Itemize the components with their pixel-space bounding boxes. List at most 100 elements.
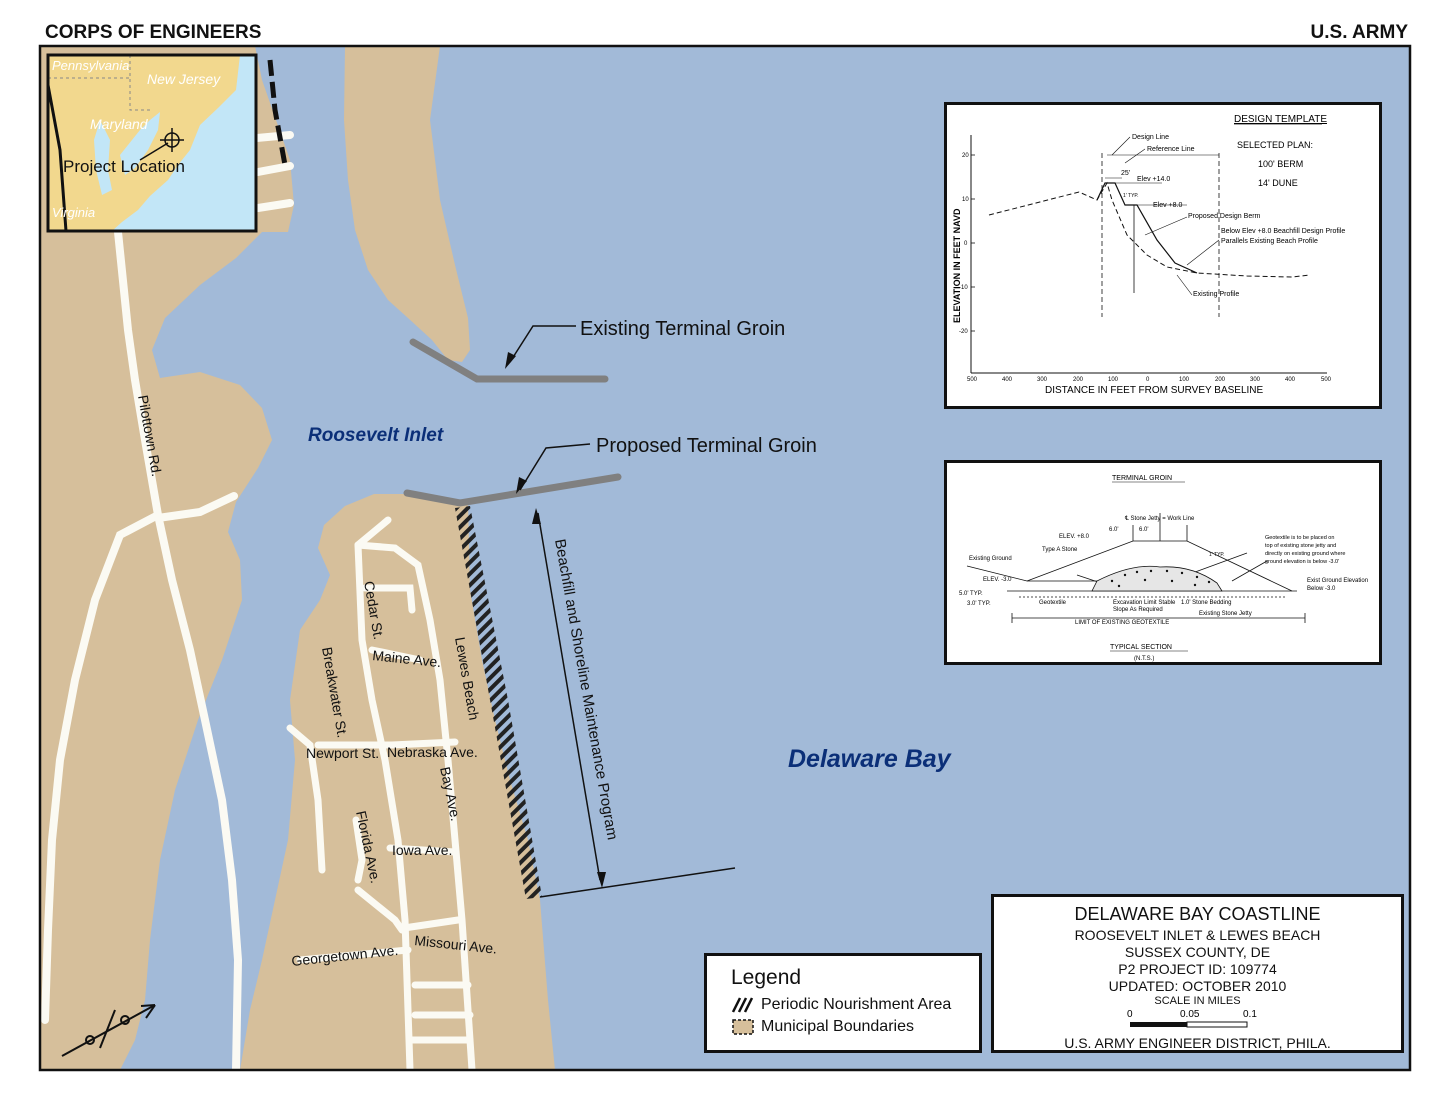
title-block-line3: P2 PROJECT ID: 109774 — [1118, 961, 1277, 977]
dt-dim-25: 25' — [1121, 170, 1130, 177]
arrowheads — [505, 352, 606, 888]
project-location-label: Project Location — [63, 157, 185, 176]
newport-label: Newport St. — [306, 745, 379, 761]
inset-bay-2 — [94, 120, 112, 195]
callouts — [509, 325, 736, 898]
tg-dim-right: 6.0' — [1139, 527, 1149, 533]
tg-geotextile-note-3: directly on existing ground where — [1265, 551, 1345, 557]
dt-below-note-2: Parallels Existing Beach Profile — [1221, 238, 1318, 245]
dt-typ: 1' TYP. — [1123, 193, 1139, 199]
tg-existing-jetty: Existing Stone Jetty — [1199, 611, 1252, 617]
dt-selected-plan: SELECTED PLAN: — [1237, 140, 1313, 150]
inlet-label: Roosevelt Inlet — [308, 425, 444, 446]
dt-design-line: Design Line — [1132, 134, 1169, 141]
dt-xtick: 0 — [1146, 377, 1150, 383]
scale-bar: 0 0.05 0.1 — [1127, 1009, 1257, 1028]
nebraska-label: Nebraska Ave. — [387, 744, 478, 760]
dt-title: DESIGN TEMPLATE — [1234, 114, 1327, 125]
dt-xtick: 500 — [967, 377, 978, 383]
dt-xtick: 300 — [1037, 377, 1048, 383]
tg-exist-ground-elev-1: Exist Ground Elevation — [1307, 578, 1368, 584]
inset-state-virginia: Virginia — [52, 205, 95, 220]
dt-xtick: 400 — [1002, 377, 1013, 383]
dt-existing-profile — [988, 181, 1311, 278]
header-left: CORPS OF ENGINEERS — [45, 22, 262, 43]
tg-elev-m3: ELEV. -3.0 — [983, 577, 1012, 583]
groins — [403, 338, 622, 507]
inset-locator-map — [46, 53, 258, 233]
scale-tick-0: 0 — [1127, 1009, 1133, 1020]
title-block-line4: UPDATED: OCTOBER 2010 — [1108, 978, 1287, 994]
tg-work-line: ℄ Stone Jetty = Work Line — [1124, 516, 1195, 522]
tg-typical-section: TYPICAL SECTION — [1110, 644, 1172, 651]
dt-ytick: -20 — [959, 329, 968, 335]
title-block-title: DELAWARE BAY COASTLINE — [1074, 904, 1321, 924]
tg-dim-left: 6.0' — [1109, 527, 1119, 533]
dt-ytick: 10 — [962, 197, 969, 203]
tg-limit: LIMIT OF EXISTING GEOTEXTILE — [1075, 620, 1169, 626]
tg-excavation-1: Excavation Limit Stable — [1113, 600, 1176, 606]
dt-xlabel: DISTANCE IN FEET FROM SURVEY BASELINE — [1045, 385, 1264, 396]
existing-groin-line — [409, 338, 609, 383]
existing-groin-label: Existing Terminal Groin — [580, 318, 785, 340]
legend-panel: Legend Periodic Nourishment Area Municip… — [704, 953, 982, 1053]
title-block-district: U.S. ARMY ENGINEER DISTRICT, PHILA. — [1064, 1035, 1331, 1051]
title-block: DELAWARE BAY COASTLINE ROOSEVELT INLET &… — [991, 894, 1404, 1053]
header-right: U.S. ARMY — [1310, 22, 1408, 43]
tg-excavation-2: Slope As Required — [1113, 607, 1163, 613]
tg-geotextile: Geotextile — [1039, 600, 1067, 606]
tg-typ5: 5.0' TYP. — [959, 591, 983, 597]
iowa-label: Iowa Ave. — [392, 842, 452, 858]
title-block-line1: ROOSEVELT INLET & LEWES BEACH — [1074, 927, 1321, 943]
scale-tick-2: 0.1 — [1243, 1009, 1257, 1020]
design-template-chart: DESIGN TEMPLATE SELECTED PLAN: 100' BERM… — [952, 114, 1345, 396]
municipal-boundary-line — [267, 59, 288, 166]
proposed-groin-label: Proposed Terminal Groin — [596, 435, 817, 457]
bay-label: Delaware Bay — [788, 745, 952, 773]
north-arrow-icon — [61, 1004, 156, 1057]
tg-geotextile-note-4: ground elevation is below -3.0' — [1265, 559, 1339, 565]
legend-item-label: Periodic Nourishment Area — [761, 996, 952, 1013]
inset-state-new-jersey: New Jersey — [147, 71, 221, 87]
municipal-swatch-icon — [732, 1019, 754, 1035]
tg-nts: (N.T.S.) — [1134, 656, 1154, 662]
tg-geotextile-note-1: Geotextile is to be placed on — [1265, 535, 1334, 541]
town-roads — [286, 516, 476, 1070]
tg-geotextile-note-2: top of existing stone jetty and — [1265, 543, 1336, 549]
tg-title: TERMINAL GROIN — [1112, 475, 1172, 482]
proposed-groin-line — [403, 473, 622, 507]
south-peninsula — [240, 494, 555, 1070]
dt-existing-profile-label: Existing Profile — [1193, 291, 1239, 298]
maine-label: Maine Ave. — [372, 647, 442, 670]
tg-stone-dots — [1110, 569, 1211, 588]
title-block-line2: SUSSEX COUNTY, DE — [1124, 944, 1271, 960]
dt-xtick: 400 — [1285, 377, 1296, 383]
design-template-panel: DESIGN TEMPLATE SELECTED PLAN: 100' BERM… — [944, 102, 1382, 409]
map-frame — [38, 44, 1412, 1072]
tg-exist-ground-elev-2: Below -3.0 — [1307, 586, 1336, 592]
tg-type-a: Type A Stone — [1042, 547, 1078, 553]
dt-xtick: 200 — [1215, 377, 1226, 383]
tg-stone-mound — [1091, 565, 1223, 592]
dt-ylabel: ELEVATION IN FEET NAVD — [952, 208, 962, 323]
dt-elev-14: Elev +14.0 — [1137, 176, 1170, 183]
dt-elev-8: Elev +8.0 — [1153, 202, 1182, 209]
tg-elev-8: ELEV. +8.0 — [1059, 534, 1090, 540]
inset-state-maryland: Maryland — [90, 116, 149, 132]
dt-proposed-berm: Proposed Design Berm — [1188, 213, 1261, 220]
dt-xtick: 100 — [1179, 377, 1190, 383]
dt-ytick: -10 — [959, 285, 968, 291]
dt-design-profile — [1096, 182, 1198, 274]
inset-bay — [120, 112, 160, 175]
dt-xtick: 300 — [1250, 377, 1261, 383]
dt-xtick: 100 — [1108, 377, 1119, 383]
legend-item-municipal: Municipal Boundaries — [731, 1016, 979, 1038]
terminal-groin-diagram: TERMINAL GROIN ℄ Stone Jetty = Work Line… — [959, 475, 1368, 662]
dt-ytick: 20 — [962, 153, 969, 159]
dt-berm: 100' BERM — [1258, 159, 1303, 169]
legend-item-label: Municipal Boundaries — [761, 1018, 914, 1035]
hatch-swatch-icon — [731, 997, 754, 1013]
legend-title: Legend — [731, 966, 802, 989]
tg-existing-ground: Existing Ground — [969, 556, 1012, 562]
tg-typ3: 3.0' TYP. — [967, 601, 991, 607]
